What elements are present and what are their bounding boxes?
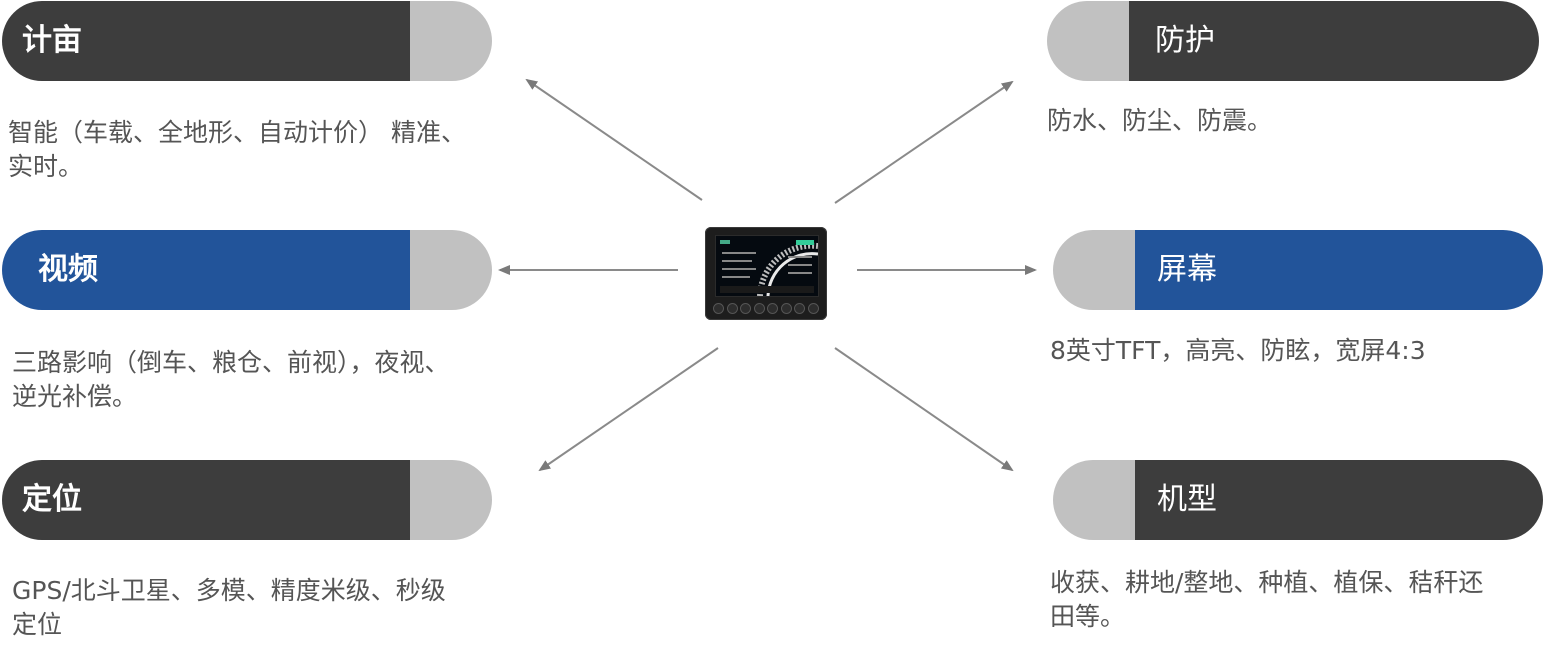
feature-fanghu-pill: 防护 bbox=[1047, 1, 1539, 81]
arrow-to-jimu bbox=[525, 78, 703, 201]
feature-dingwei-title: 定位 bbox=[22, 482, 82, 517]
device-button-row bbox=[713, 303, 819, 315]
feature-jixing-title: 机型 bbox=[1157, 482, 1217, 517]
feature-jixing-desc: 收获、耕地/整地、种植、植保、秸秆还 田等。 bbox=[1050, 568, 1484, 631]
arrow-to-jixing bbox=[834, 347, 1014, 472]
arrow-to-fanghu bbox=[834, 80, 1014, 204]
feature-shipin-pill: 视频 bbox=[2, 230, 492, 310]
feature-shipin-desc: 三路影响（倒车、粮仓、前视），夜视、 逆光补偿。 bbox=[12, 348, 450, 411]
feature-jimu-title: 计亩 bbox=[22, 23, 82, 58]
terminal-device-image bbox=[705, 227, 827, 320]
feature-dingwei-pill: 定位 bbox=[2, 460, 492, 540]
arrow-to-dingwei bbox=[538, 347, 719, 472]
feature-fanghu-desc: 防水、防尘、防震。 bbox=[1047, 106, 1273, 135]
feature-pingmu-pill: 屏幕 bbox=[1053, 230, 1543, 310]
device-screen bbox=[715, 235, 819, 297]
feature-pingmu-title: 屏幕 bbox=[1157, 252, 1217, 287]
feature-dingwei-desc: GPS/北斗卫星、多模、精度米级、秒级 定位 bbox=[12, 576, 446, 639]
feature-fanghu-title: 防护 bbox=[1155, 23, 1215, 58]
feature-jixing-pill: 机型 bbox=[1053, 460, 1543, 540]
feature-shipin-title: 视频 bbox=[38, 252, 98, 287]
feature-pingmu-desc: 8英寸TFT，高亮、防眩，宽屏4:3 bbox=[1050, 336, 1426, 365]
feature-jimu-desc: 智能（车载、全地形、自动计价） 精准、 实时。 bbox=[8, 118, 466, 181]
feature-jimu-pill: 计亩 bbox=[2, 1, 492, 81]
